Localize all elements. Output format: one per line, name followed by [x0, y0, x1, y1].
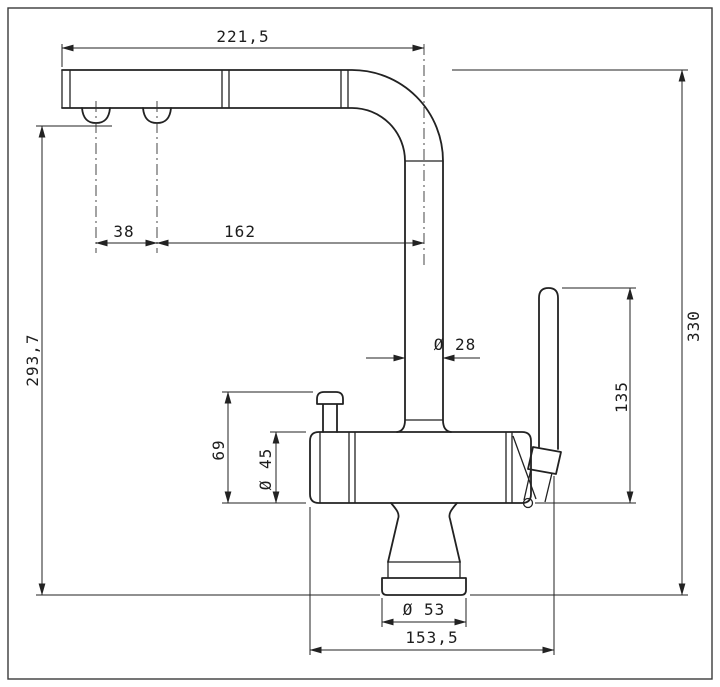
dim-aerator-spacing-label: 38: [113, 222, 134, 241]
dim-handle-height-label: 135: [612, 381, 631, 413]
handle-collar: [527, 446, 562, 475]
dim-overall-height-label: 330: [684, 310, 703, 342]
dim-side-lever-height-extensions: [222, 391, 313, 504]
dim-spout-tube-diameter: Ø 28: [366, 335, 480, 362]
dim-overall-depth-label: 153,5: [405, 628, 458, 647]
dim-spout-length-label: 221,5: [216, 27, 269, 46]
dim-body-diameter-label: Ø 45: [256, 448, 275, 491]
dim-handle-height-extensions: [535, 287, 636, 504]
dim-overall-height: 330: [452, 69, 703, 596]
dim-overall-depth: 153,5: [309, 476, 555, 655]
body-joint-lines: [319, 432, 513, 503]
drawing-border: [7, 7, 713, 680]
aerator-bumps: [81, 107, 172, 124]
dim-side-lever-height-label: 69: [209, 439, 228, 460]
dim-side-lever-height: 69: [209, 391, 313, 504]
spout-tip-lines: [61, 70, 71, 108]
faucet-outline: [61, 69, 562, 596]
side-lever: [316, 391, 344, 433]
dim-aerator-spacing: 38: [95, 222, 158, 247]
dim-spout-length: 221,5: [61, 27, 425, 67]
dim-overall-depth-extensions: [309, 476, 555, 655]
dim-aerator-height: 293,7: [23, 125, 380, 596]
base-flange: [381, 577, 467, 596]
dim-aerator-height-label: 293,7: [23, 333, 42, 386]
dim-spout-tube-diameter-label: Ø 28: [434, 335, 477, 354]
spout-inner-edge: [61, 107, 406, 433]
dimension-annotations: 221,5 38 162 293,7 330 135 6: [23, 27, 703, 655]
dim-handle-height: 135: [535, 287, 636, 504]
body-cylinder: [309, 431, 532, 504]
base-cylinder: [387, 561, 461, 578]
body-cap-diagonal-line: [512, 435, 537, 500]
dim-base-diameter-label: Ø 53: [403, 600, 446, 619]
dim-body-diameter: Ø 45: [256, 431, 306, 504]
spout-outer-edge: [61, 69, 452, 433]
base-cone: [387, 502, 461, 563]
dim-aerator-height-extensions: [36, 125, 380, 596]
dim-spout-reach-label: 162: [224, 222, 256, 241]
dim-base-diameter: Ø 53: [381, 598, 467, 627]
centerlines: [95, 44, 425, 268]
handle-connector-lines: [523, 468, 553, 503]
set-screw-circle: [522, 497, 534, 509]
tube-joint-lines: [405, 160, 443, 421]
spray-head-joint-lines: [221, 70, 349, 108]
dim-overall-height-extensions: [452, 69, 688, 596]
dim-spout-reach: 162: [156, 222, 425, 247]
handle-lever: [538, 287, 559, 450]
